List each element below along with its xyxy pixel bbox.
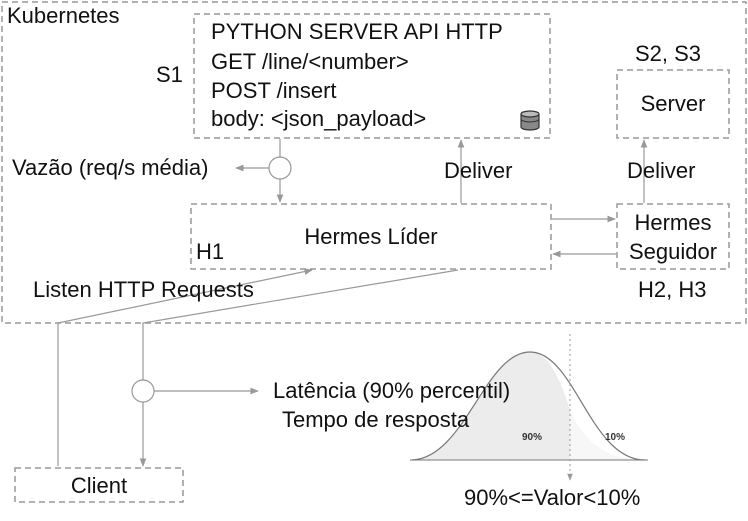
api-line-3: POST /insert [211, 78, 337, 103]
distribution-area-10 [570, 410, 645, 460]
server-label: Server [640, 91, 706, 116]
client-label: Client [70, 473, 128, 498]
distribution-curve [410, 334, 648, 481]
latency-probe [131, 379, 155, 403]
api-id-label: S1 [156, 62, 183, 87]
kubernetes-label: Kubernetes [7, 3, 120, 28]
distribution-outline [411, 351, 646, 461]
deliver-leader-label: Deliver [444, 158, 513, 183]
follower-label-line-2: Seguidor [628, 239, 718, 264]
throughput-probe [268, 156, 292, 180]
deliver-follower-label: Deliver [627, 158, 696, 183]
latency-label: Latência (90% percentil) [273, 378, 511, 403]
server-id-label: S2, S3 [635, 41, 702, 66]
response-time-label: Tempo de resposta [282, 407, 470, 432]
distribution-caption: 90%<=Valor<10% [464, 485, 641, 510]
hermes-leader-box [190, 203, 552, 270]
listen-label: Listen HTTP Requests [33, 277, 254, 302]
client-request-arrow [57, 268, 313, 466]
api-line-1: PYTHON SERVER API HTTP [211, 19, 503, 44]
client-box [14, 467, 184, 503]
follower-id-label: H2, H3 [638, 277, 707, 302]
api-line-4: body: <json_payload> [211, 106, 427, 131]
leader-id-label: H1 [196, 239, 225, 264]
area-10-label: 10% [605, 432, 626, 443]
kubernetes-cluster-boundary [1, 1, 747, 324]
server-box [616, 69, 730, 139]
area-90-label: 90% [522, 432, 543, 443]
throughput-label: Vazão (req/s média) [12, 155, 209, 180]
hermes-follower-box [616, 203, 730, 270]
leader-label: Hermes Líder [304, 224, 438, 249]
client-response-arrow [139, 269, 459, 467]
database-icon [520, 110, 540, 131]
distribution-area-90 [412, 352, 570, 460]
follower-label-line-1: Hermes [634, 210, 712, 235]
api-line-2: GET /line/<number> [211, 49, 409, 74]
